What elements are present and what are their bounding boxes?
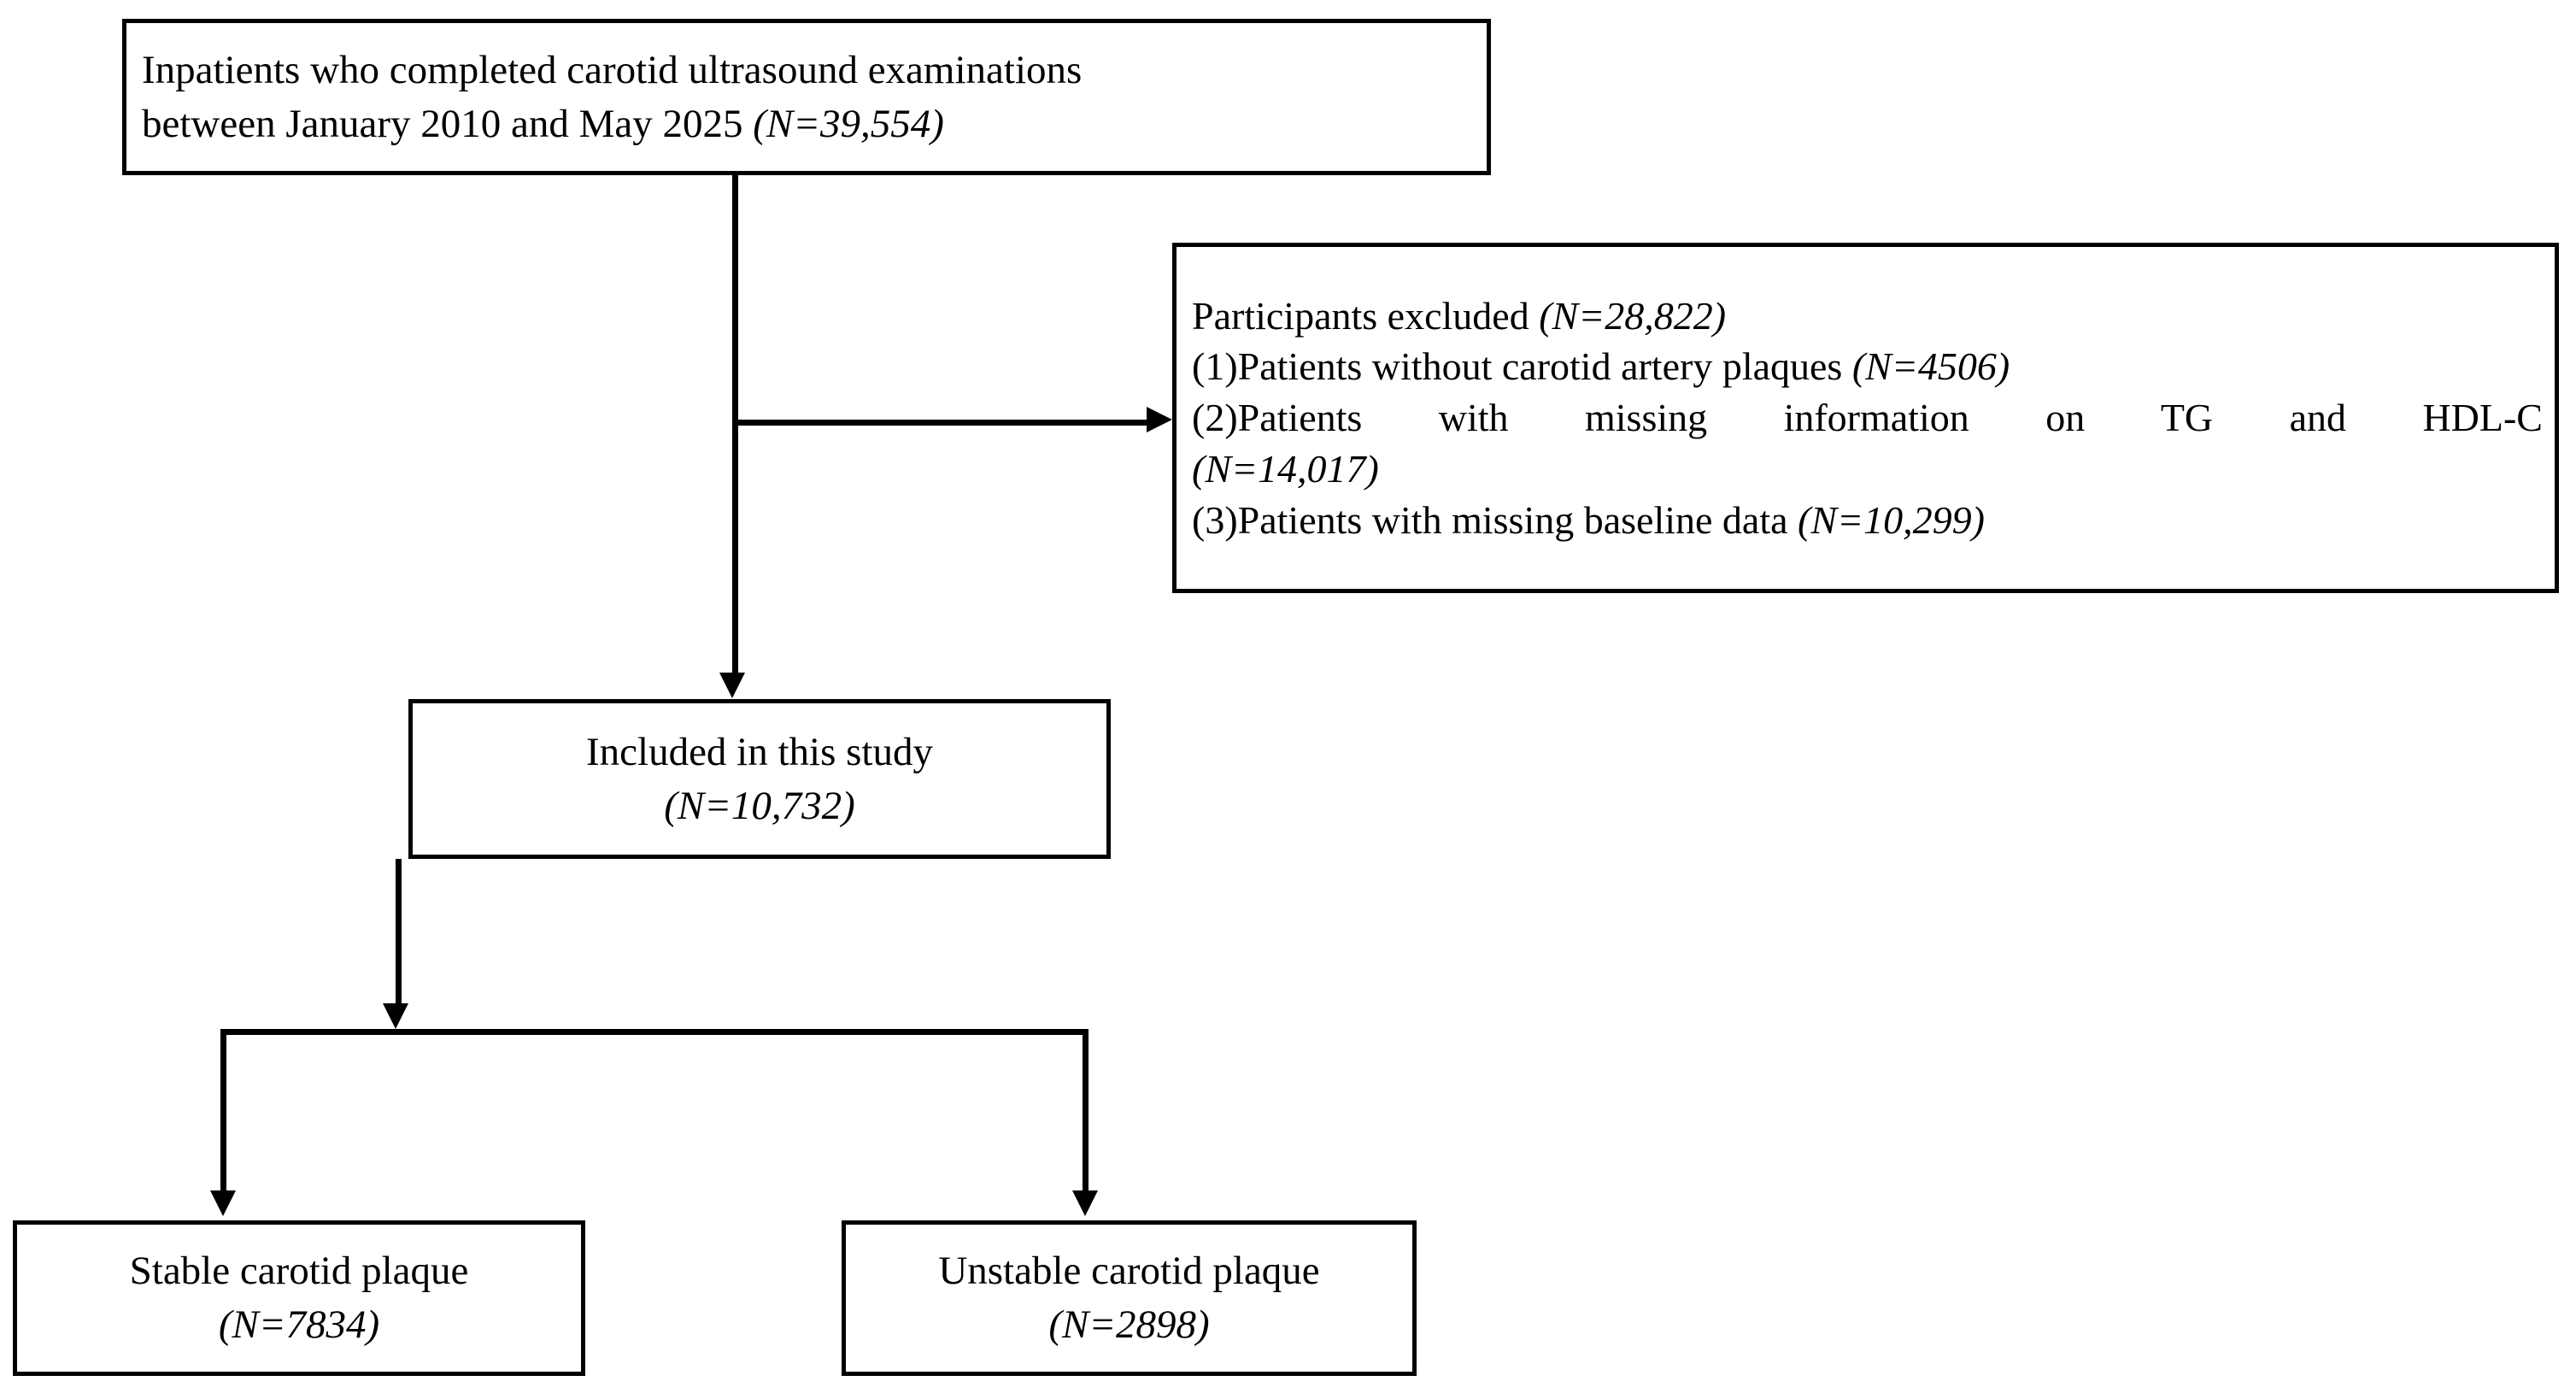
arrowhead-into-split-bar	[383, 1003, 408, 1029]
arrowhead-into-excluded	[1147, 407, 1172, 432]
node-enrolled-population: Inpatients who completed carotid ultraso…	[122, 19, 1491, 175]
excluded-line-1: Participants excluded (N=28,822)	[1192, 291, 2543, 342]
excluded-total-count: (N=28,822)	[1539, 293, 1727, 338]
node-unstable-carotid-plaque: Unstable carotid plaque (N=2898)	[842, 1220, 1417, 1376]
included-label: Included in this study	[586, 729, 933, 774]
excluded-reason-3-count: (N=10,299)	[1798, 497, 1985, 542]
excluded-reason-1-count: (N=4506)	[1851, 344, 2010, 389]
excluded-line-2: (1)Patients without carotid artery plaqu…	[1192, 341, 2543, 392]
excluded-reason-1: (1)Patients without carotid artery plaqu…	[1192, 344, 1852, 389]
connector-enrolled-to-excluded	[735, 420, 1149, 426]
arrowhead-into-unstable	[1072, 1190, 1098, 1216]
enrolled-count: (N=39,554)	[753, 101, 944, 146]
connector-included-to-split	[396, 859, 402, 1006]
connector-split-to-stable	[220, 1029, 226, 1193]
enrolled-line-2: between January 2010 and May 2025 (N=39,…	[142, 97, 1475, 151]
included-count: (N=10,732)	[664, 783, 855, 828]
excluded-reason-2-count: (N=14,017)	[1192, 446, 1379, 491]
split-bar	[220, 1029, 1088, 1035]
excluded-line-5: (3)Patients with missing baseline data (…	[1192, 495, 2543, 546]
excluded-reason-3: (3)Patients with missing baseline data	[1192, 497, 1799, 542]
arrowhead-into-stable	[210, 1190, 236, 1216]
excluded-reason-2: (2)Patients with missing information on …	[1192, 396, 2543, 440]
excluded-line-3: (2)Patients with missing information on …	[1192, 392, 2543, 444]
excluded-heading: Participants excluded	[1192, 293, 1540, 338]
node-excluded-participants: Participants excluded (N=28,822) (1)Pati…	[1172, 243, 2559, 593]
node-stable-carotid-plaque: Stable carotid plaque (N=7834)	[13, 1220, 585, 1376]
arrowhead-into-included	[719, 673, 745, 698]
stable-label: Stable carotid plaque	[129, 1249, 469, 1294]
stable-count: (N=7834)	[218, 1302, 380, 1347]
unstable-count: (N=2898)	[1048, 1302, 1210, 1347]
connector-split-to-unstable	[1083, 1029, 1088, 1193]
enrolled-date-range: between January 2010 and May 2025	[142, 101, 754, 146]
node-included-in-study: Included in this study (N=10,732)	[408, 699, 1111, 859]
enrolled-line-1: Inpatients who completed carotid ultraso…	[142, 48, 1083, 92]
unstable-label: Unstable carotid plaque	[938, 1249, 1320, 1294]
